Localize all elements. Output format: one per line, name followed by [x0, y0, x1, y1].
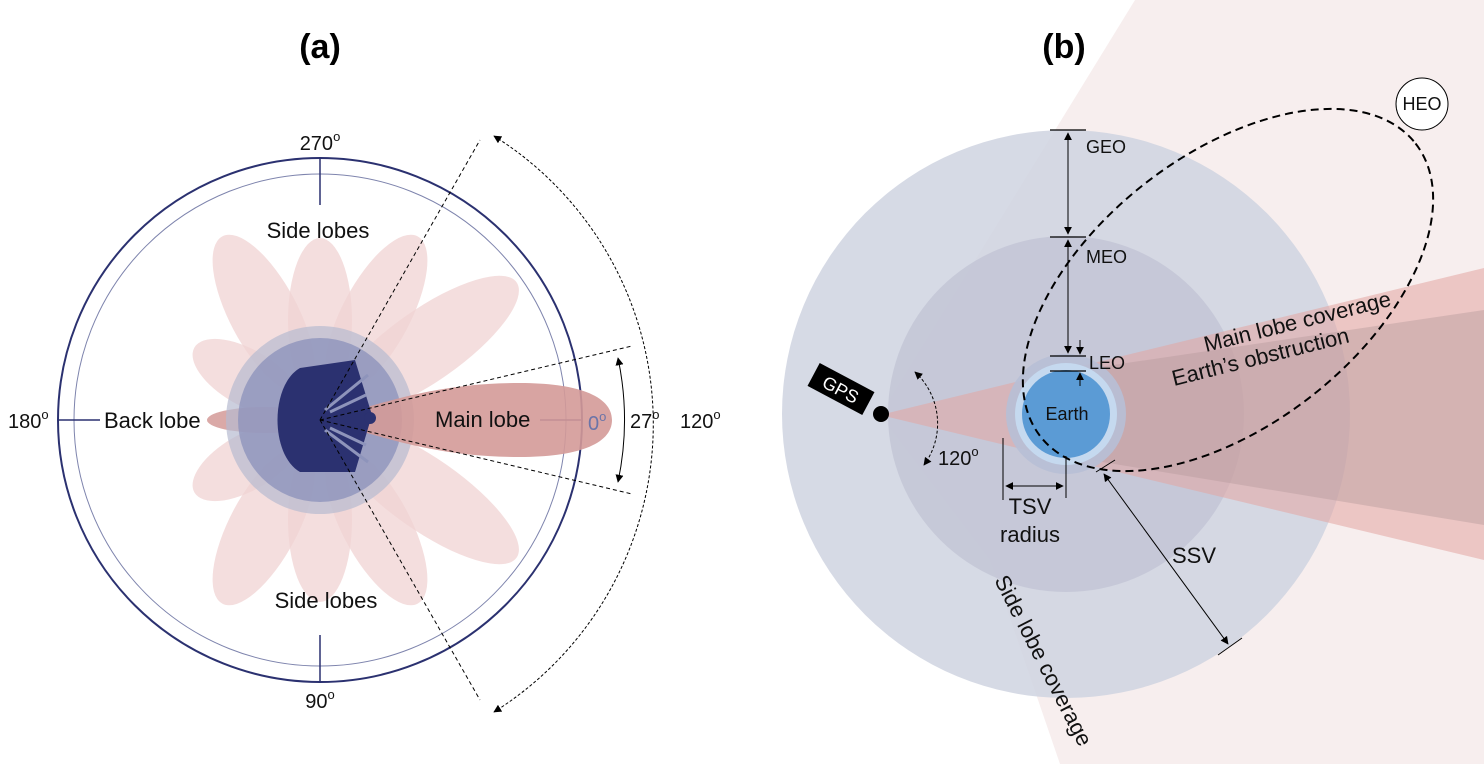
gps-panel-icon — [807, 362, 875, 416]
panel-a-title: (a) — [299, 28, 341, 66]
side-lobes-top-label: Side lobes — [267, 218, 370, 243]
main-lobe-shape — [320, 383, 612, 457]
arc-27 — [615, 357, 625, 483]
main-lobe-coverage-beam — [880, 268, 1484, 560]
earth-label: Earth — [1045, 404, 1088, 424]
earth-obstruction-shadow — [1066, 310, 1484, 525]
earth-icon — [1022, 370, 1110, 458]
ssv-tick-top — [1095, 459, 1116, 473]
angle-90-label: 90o — [305, 687, 334, 713]
main-lobe-label: Main lobe — [435, 407, 530, 432]
dish-icon — [277, 360, 372, 472]
heo-label: HEO — [1402, 94, 1441, 114]
panel-a: (a) — [8, 28, 721, 713]
gps-120-arc — [914, 371, 939, 466]
ssv-tick-bottom — [1217, 637, 1243, 656]
beam-27-line-bottom — [319, 419, 633, 495]
tsv-label-line1: TSV — [1009, 494, 1052, 519]
geo-label: GEO — [1086, 137, 1126, 157]
back-lobe-label: Back lobe — [104, 408, 201, 433]
ssv-label: SSV — [1172, 543, 1216, 568]
beam-120-line-top — [319, 139, 481, 421]
gps-120-label: 120o — [938, 444, 979, 470]
panel-b-title: (b) — [1042, 28, 1085, 66]
beam-120-line-bottom — [319, 419, 481, 701]
ssv-arrow — [1103, 473, 1229, 645]
beam-27-label: 27o — [630, 407, 659, 433]
dish-struts — [324, 373, 369, 464]
heo-satellite-icon — [1395, 77, 1449, 131]
angle-180-label: 180o — [8, 407, 49, 433]
leo-label: LEO — [1089, 353, 1125, 373]
angle-270-label: 270o — [300, 129, 341, 155]
arc-120 — [493, 135, 654, 713]
beam-120-label: 120o — [680, 407, 721, 433]
meo-label: MEO — [1086, 247, 1127, 267]
angle-0-label: 0o — [588, 409, 606, 435]
feed-horn-icon — [364, 412, 376, 424]
beam-27-line-top — [319, 345, 633, 421]
side-lobes-bottom-label: Side lobes — [275, 588, 378, 613]
tsv-label-line2: radius — [1000, 522, 1060, 547]
panel-b: (b) Earth HEO GEO MEO LEO — [782, 0, 1484, 764]
gps-antenna-icon — [873, 406, 889, 422]
